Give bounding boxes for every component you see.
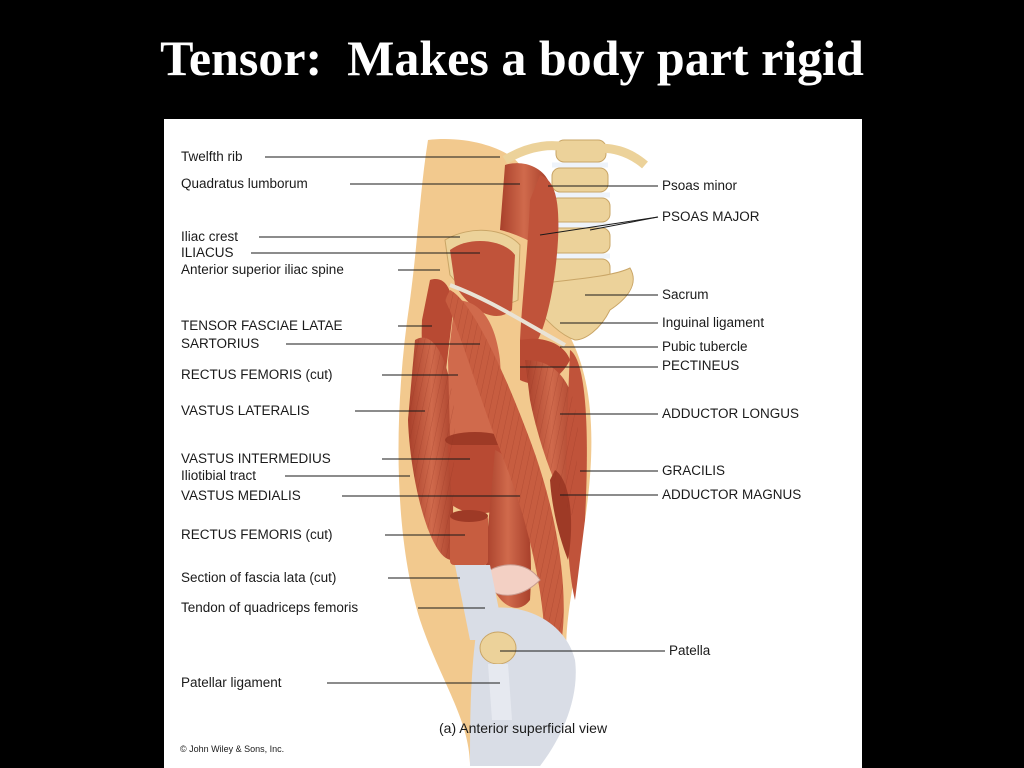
label-iliacus: ILIACUS: [181, 245, 234, 260]
label-iliac-crest: Iliac crest: [181, 229, 239, 244]
label-vastus-lateralis: VASTUS LATERALIS: [181, 403, 310, 418]
label-rectus-femoris-cut-lower: RECTUS FEMORIS (cut): [181, 527, 333, 542]
label-section-fascia-lata: Section of fascia lata (cut): [181, 570, 337, 585]
slide-title: Tensor: Makes a body part rigid: [160, 30, 864, 86]
label-gracilis: GRACILIS: [662, 463, 726, 478]
psoas-major-muscle: [520, 175, 559, 345]
copyright-notice: © John Wiley & Sons, Inc.: [180, 744, 285, 754]
rectus-femoris-cut-top: [445, 432, 505, 448]
label-patellar-ligament: Patellar ligament: [181, 675, 282, 690]
twelfth-rib: [502, 141, 577, 164]
leader-lines-right: [500, 185, 665, 652]
label-tensor-fasciae-latae: TENSOR FASCIAE LATAE: [181, 318, 343, 333]
label-tendon-quadriceps-femoris: Tendon of quadriceps femoris: [181, 600, 359, 615]
label-pectineus: PECTINEUS: [662, 358, 740, 373]
sacrum-bone: [529, 267, 634, 341]
label-rectus-femoris-cut-upper: RECTUS FEMORIS (cut): [181, 367, 333, 382]
label-psoas-major: PSOAS MAJOR: [662, 209, 760, 224]
anatomy-illustration: [251, 139, 665, 767]
fascia-lata-section: [489, 564, 541, 596]
leader-lines-left: [251, 156, 520, 684]
label-sartorius: SARTORIUS: [181, 336, 260, 351]
patellar-ligament: [488, 664, 512, 720]
label-sacrum: Sacrum: [662, 287, 709, 302]
iliacus-muscle: [450, 240, 515, 316]
label-patella: Patella: [669, 643, 711, 658]
label-psoas-minor: Psoas minor: [662, 178, 738, 193]
patella-bone: [479, 631, 517, 665]
label-inguinal-ligament: Inguinal ligament: [662, 315, 765, 330]
label-adductor-longus: ADDUCTOR LONGUS: [662, 406, 800, 421]
label-vastus-intermedius: VASTUS INTERMEDIUS: [181, 451, 331, 466]
figure-caption: (a) Anterior superficial view: [439, 720, 608, 736]
label-anterior-superior-iliac-spine: Anterior superior iliac spine: [181, 262, 344, 277]
label-twelfth-rib: Twelfth rib: [181, 149, 243, 164]
label-vastus-medialis: VASTUS MEDIALIS: [181, 488, 301, 503]
label-quadratus-lumborum: Quadratus lumborum: [181, 176, 308, 191]
label-pubic-tubercle: Pubic tubercle: [662, 339, 748, 354]
rectus-femoris-cut-lower: [450, 515, 488, 565]
inguinal-ligament: [449, 283, 566, 347]
label-iliotibial-tract: Iliotibial tract: [181, 468, 257, 483]
label-adductor-magnus: ADDUCTOR MAGNUS: [662, 487, 802, 502]
